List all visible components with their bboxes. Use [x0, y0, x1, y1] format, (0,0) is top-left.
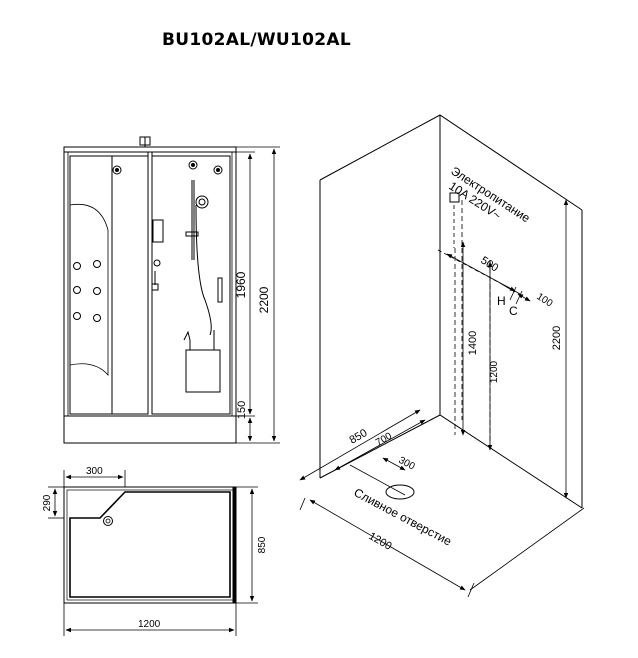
front-view [63, 136, 237, 444]
plan-view [63, 486, 237, 604]
hot-water-label: H [497, 294, 506, 308]
power-outlet-icon [449, 192, 460, 203]
mixer-knob-icon [153, 259, 161, 267]
dim-total-height: 2200 [257, 286, 271, 313]
cold-water-label: C [509, 304, 518, 318]
dim-width: 1200 [138, 619, 161, 630]
dim-700: 700 [374, 431, 394, 449]
dim-pipe-height: 1400 [467, 331, 479, 355]
tray-outline [69, 491, 231, 598]
dim-offset-500: 500 [478, 254, 500, 274]
dim-cabin-height: 1960 [234, 271, 248, 298]
ceiling-light-icon [112, 165, 122, 175]
shower-head-icon [195, 195, 209, 209]
dim-base-height: 150 [236, 401, 248, 419]
drain-icon [103, 516, 113, 526]
dim-width-1200: 1200 [367, 530, 394, 553]
page-title: BU102AL/WU102AL [162, 30, 351, 50]
massage-jets [73, 260, 101, 322]
dim-room-height: 2200 [551, 326, 563, 350]
dim-corner-depth: 290 [42, 494, 53, 511]
cabin-outline [63, 146, 237, 444]
base-tray [63, 415, 237, 444]
drain-hole-icon [385, 484, 415, 500]
seat [185, 349, 221, 393]
plan-outline [63, 486, 237, 604]
dim-depth-850: 850 [348, 427, 370, 447]
ceiling-light-icon [213, 165, 223, 175]
dim-offset-100: 100 [534, 291, 554, 310]
dim-300: 300 [397, 455, 417, 473]
dim-corner-width: 300 [86, 466, 103, 477]
dim-depth: 850 [257, 536, 268, 553]
dim-power-height: 1200 [489, 360, 500, 383]
ceiling-light-icon [188, 160, 198, 170]
control-panel [152, 219, 164, 243]
